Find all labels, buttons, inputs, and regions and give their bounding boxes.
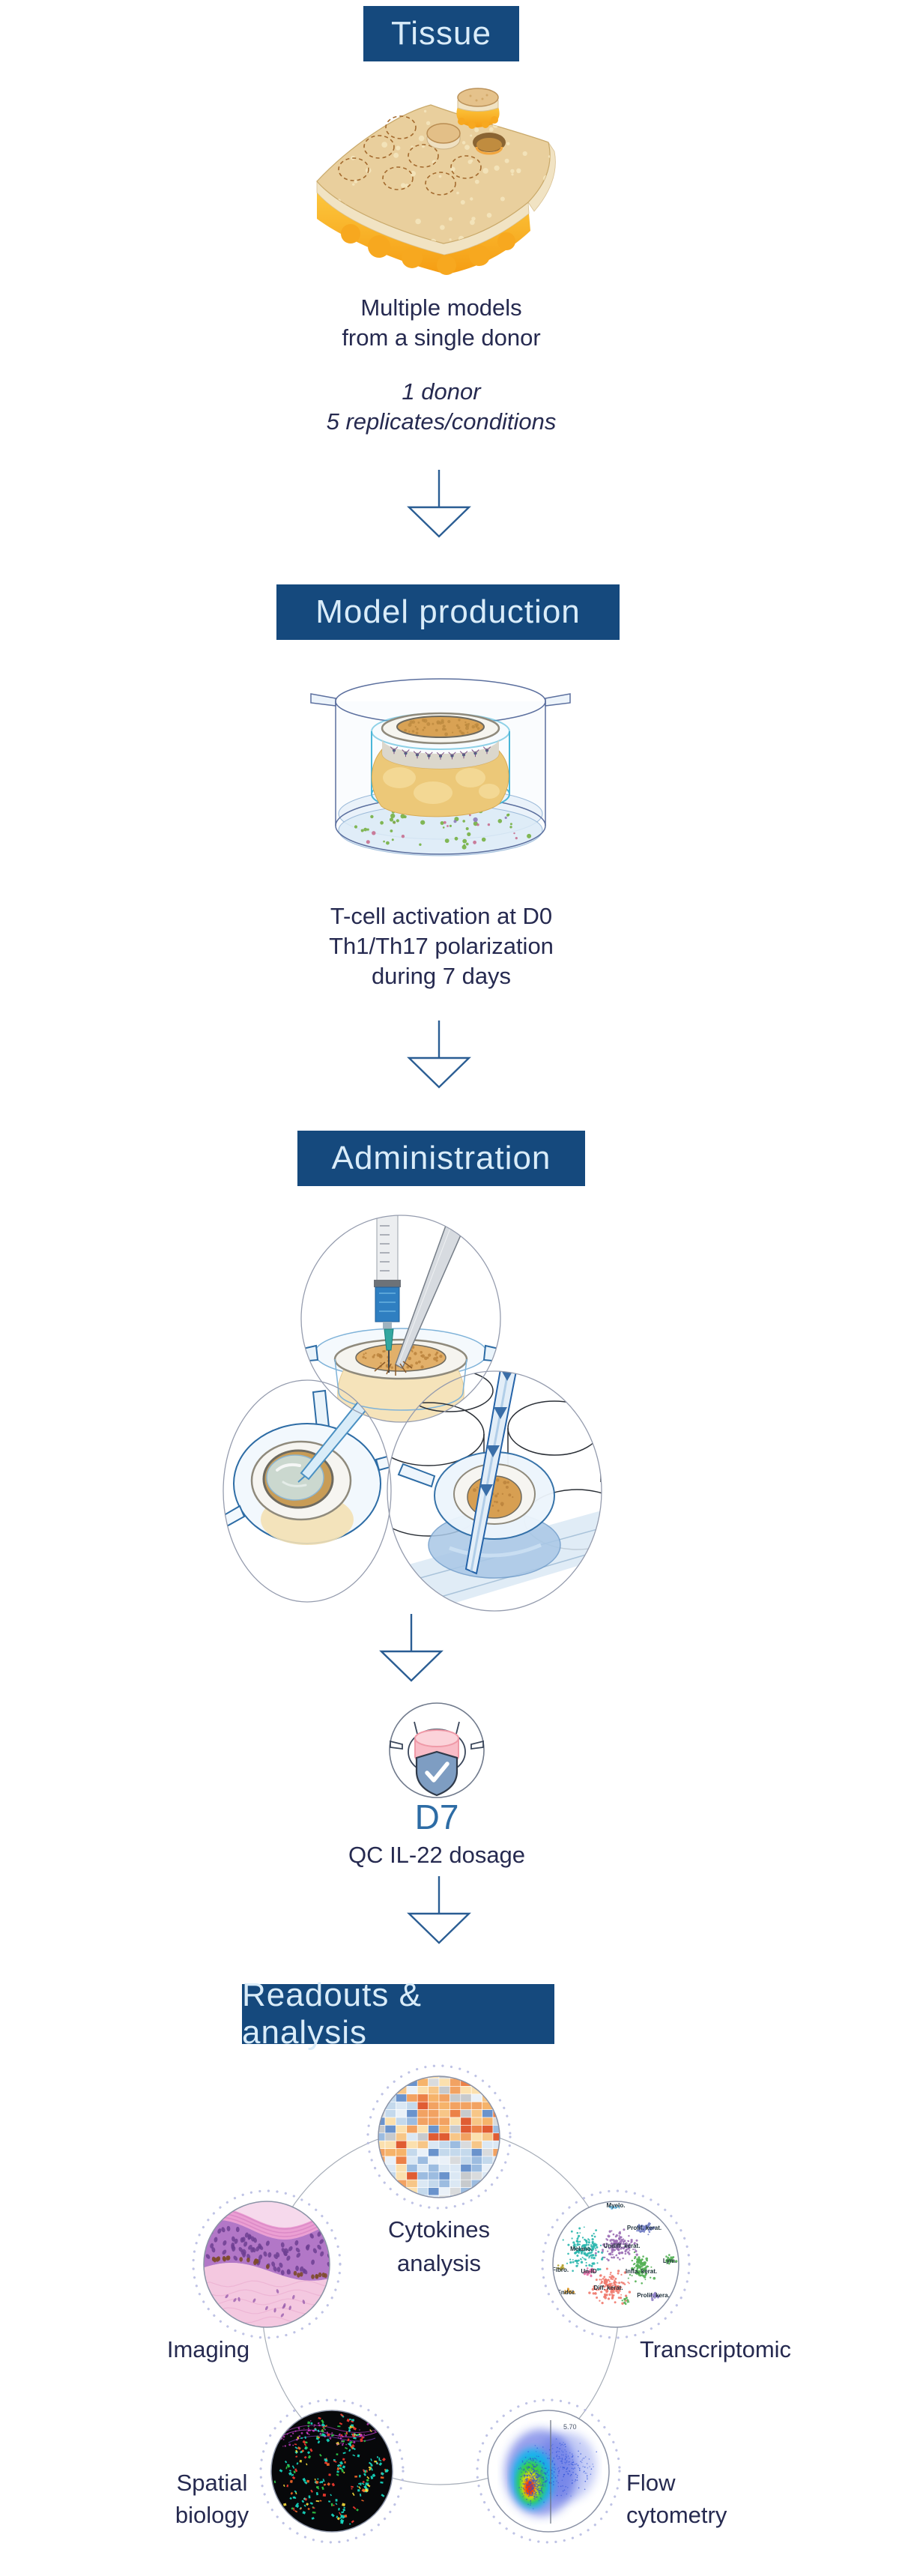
shield-check-icon <box>415 1750 458 1797</box>
injection-splash <box>374 1361 413 1376</box>
svg-text:Undiff. kerat.: Undiff. kerat. <box>604 2243 641 2249</box>
svg-text:Fibro.: Fibro. <box>552 2267 569 2273</box>
caption-line: from a single donor <box>342 324 541 351</box>
tissue-surface-dots <box>404 719 480 737</box>
down-arrow-icon <box>407 1876 471 1944</box>
timepoint-label: D7 <box>414 1798 459 1836</box>
note-line: 5 replicates/conditions <box>326 408 557 435</box>
svg-text:Diff. kerat.: Diff. kerat. <box>593 2285 623 2291</box>
cytokines-heatmap-thumbnail <box>366 2064 512 2210</box>
t-cell-band <box>390 746 491 760</box>
punch-outline-circles <box>338 115 482 196</box>
svg-text:Prolif. kera.: Prolif. kera. <box>637 2292 670 2299</box>
gate-value-label: 5.70 <box>563 2423 577 2431</box>
administration-illustration <box>223 1215 602 1612</box>
model-production-caption: T-cell activation at D0 Th1/Th17 polariz… <box>254 901 629 991</box>
section-title: Administration <box>331 1140 551 1176</box>
svg-text:Lym.: Lym. <box>663 2258 676 2264</box>
label-transcriptomic: Transcriptomic <box>639 2336 792 2362</box>
svg-text:Prolif. kerat.: Prolif. kerat. <box>627 2225 662 2231</box>
label-imaging: Imaging <box>166 2336 250 2362</box>
label-spatial-biology: Spatial biology <box>175 2470 249 2528</box>
tsne-cluster-labels: Myelo. Melano. Undiff. kerat. Prolif. ke… <box>552 2202 676 2299</box>
section-header-model-production: Model production <box>276 584 620 640</box>
tissue-note: 1 donor 5 replicates/conditions <box>254 377 629 437</box>
extracted-biopsy-disc <box>456 88 500 129</box>
section-title: Readouts & analysis <box>242 1977 422 2051</box>
label-flow-cytometry: Flow cytometry <box>626 2470 727 2528</box>
caption-line: T-cell activation at D0 <box>330 903 553 929</box>
tissue-illustration <box>316 88 556 275</box>
flow-cytometry-thumbnail: 5.70 <box>476 2398 621 2544</box>
serological-pipette-icon <box>464 1371 542 1575</box>
section-title: Model production <box>315 593 581 630</box>
down-arrow-icon <box>379 1614 444 1682</box>
d7-qc-icon <box>389 1702 485 1798</box>
syringe-icon <box>374 1215 401 1373</box>
caption-line: Th1/Th17 polarization <box>329 933 554 959</box>
down-arrow-icon <box>407 1021 471 1089</box>
imaging-histology-thumbnail <box>192 2189 342 2339</box>
caption-line: during 7 days <box>371 963 512 989</box>
svg-text:Myelo.: Myelo. <box>607 2202 626 2209</box>
section-title: Tissue <box>391 15 491 52</box>
svg-text:Infla. kerat.: Infla. kerat. <box>626 2268 657 2275</box>
label-cytokines: Cytokines analysis <box>387 2216 491 2276</box>
svg-text:Un-ID: Un-ID <box>581 2268 597 2275</box>
model-production-illustration <box>310 678 571 856</box>
readouts-illustration: Myelo. Melano. Undiff. kerat. Prolif. ke… <box>192 2064 691 2544</box>
svg-text:Endot.: Endot. <box>557 2289 576 2296</box>
spatial-biology-thumbnail <box>259 2398 405 2544</box>
medium-dispensing-step <box>387 1371 602 1611</box>
section-header-readouts: Readouts & analysis <box>242 1977 554 2051</box>
section-header-tissue: Tissue <box>363 6 519 61</box>
note-line: 1 donor <box>402 378 481 405</box>
qc-note: QC IL-22 dosage <box>348 1842 526 1868</box>
tissue-caption: Multiple models from a single donor <box>254 293 629 353</box>
section-header-administration: Administration <box>297 1131 585 1186</box>
svg-text:Melano.: Melano. <box>570 2246 593 2252</box>
down-arrow-icon <box>407 470 471 538</box>
caption-line: Multiple models <box>360 294 522 321</box>
transcriptomic-tsne-thumbnail: Myelo. Melano. Undiff. kerat. Prolif. ke… <box>541 2189 691 2339</box>
